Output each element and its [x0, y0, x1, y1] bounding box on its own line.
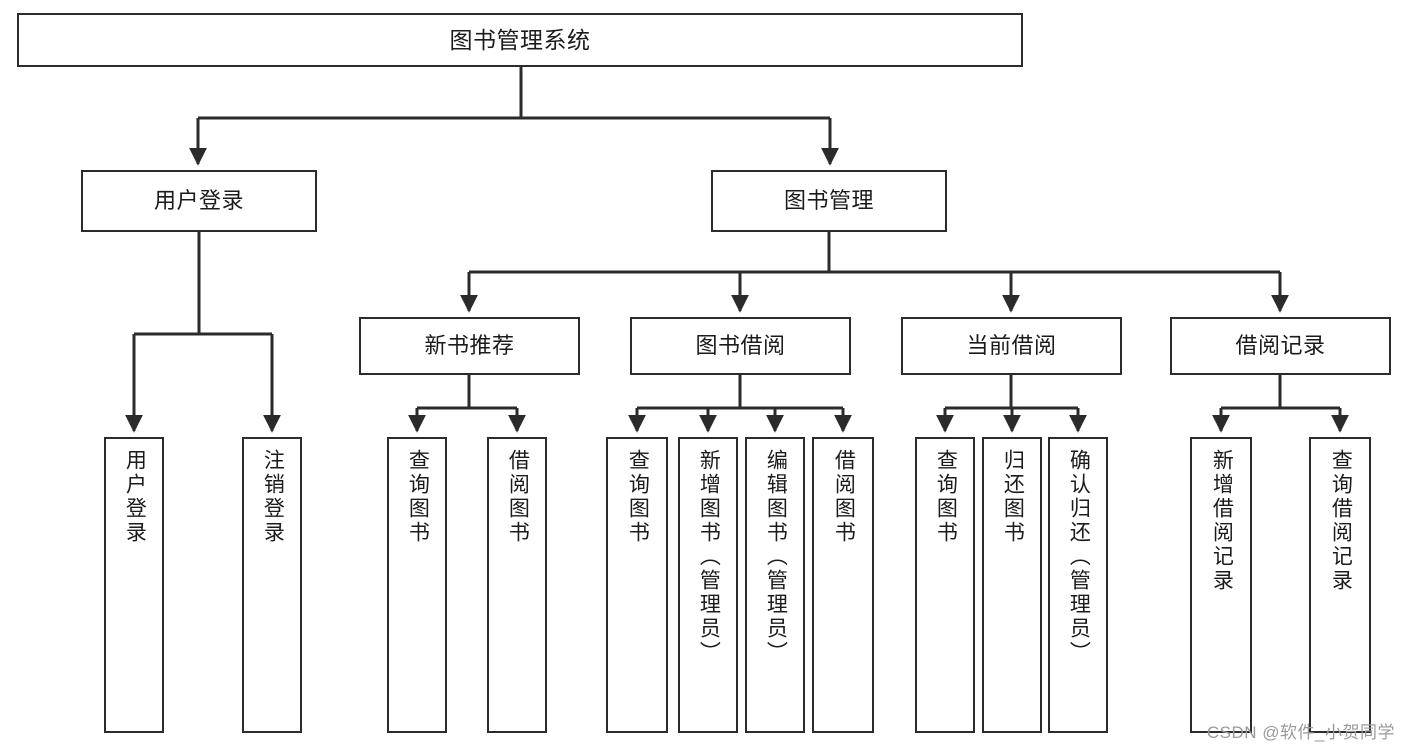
node-user-login-label: 用户登录 — [153, 188, 244, 214]
node-new-book-recommend-label: 新书推荐 — [424, 333, 515, 359]
node-root[interactable]: 图书管理系统 — [17, 13, 1023, 67]
node-leaf-user-login[interactable]: 用户登录 — [104, 437, 164, 733]
node-leaf-edit-book-label: 编辑图书（管理员） — [764, 449, 788, 665]
node-leaf-borrow-book-2[interactable]: 借阅图书 — [812, 437, 874, 733]
node-leaf-borrow-book-1-label: 借阅图书 — [506, 449, 530, 545]
node-leaf-user-login-label: 用户登录 — [123, 449, 147, 545]
node-book-manage-label: 图书管理 — [783, 188, 874, 214]
node-leaf-query-book-1-label: 查询图书 — [406, 449, 430, 545]
node-user-login[interactable]: 用户登录 — [81, 170, 317, 232]
node-leaf-logout-label: 注销登录 — [261, 449, 285, 545]
node-current-borrow-label: 当前借阅 — [966, 333, 1057, 359]
node-current-borrow[interactable]: 当前借阅 — [901, 317, 1122, 375]
node-leaf-add-book[interactable]: 新增图书（管理员） — [678, 437, 738, 733]
node-leaf-query-book-3[interactable]: 查询图书 — [915, 437, 975, 733]
node-leaf-return-book[interactable]: 归还图书 — [982, 437, 1042, 733]
node-leaf-borrow-book-1[interactable]: 借阅图书 — [487, 437, 547, 733]
csdn-watermark: CSDN @软件_小贺同学 — [1206, 723, 1395, 742]
node-new-book-recommend[interactable]: 新书推荐 — [359, 317, 580, 375]
node-leaf-query-book-1[interactable]: 查询图书 — [387, 437, 447, 733]
node-leaf-add-book-label: 新增图书（管理员） — [697, 449, 721, 665]
node-book-manage[interactable]: 图书管理 — [711, 170, 947, 232]
node-leaf-borrow-book-2-label: 借阅图书 — [832, 449, 856, 545]
node-root-label: 图书管理系统 — [449, 26, 591, 53]
node-leaf-query-book-2-label: 查询图书 — [626, 449, 650, 545]
node-leaf-query-book-2[interactable]: 查询图书 — [606, 437, 668, 733]
node-leaf-confirm-return[interactable]: 确认归还（管理员） — [1048, 437, 1108, 733]
node-leaf-logout[interactable]: 注销登录 — [242, 437, 302, 733]
node-book-borrow[interactable]: 图书借阅 — [630, 317, 851, 375]
node-leaf-query-borrow-record-label: 查询借阅记录 — [1329, 449, 1353, 593]
node-leaf-add-borrow-record-label: 新增借阅记录 — [1210, 449, 1234, 593]
node-leaf-edit-book[interactable]: 编辑图书（管理员） — [745, 437, 805, 733]
node-borrow-record[interactable]: 借阅记录 — [1170, 317, 1391, 375]
node-leaf-confirm-return-label: 确认归还（管理员） — [1067, 449, 1091, 665]
node-leaf-return-book-label: 归还图书 — [1001, 449, 1025, 545]
node-book-borrow-label: 图书借阅 — [695, 333, 786, 359]
node-borrow-record-label: 借阅记录 — [1235, 333, 1326, 359]
node-leaf-query-borrow-record[interactable]: 查询借阅记录 — [1309, 437, 1371, 733]
node-leaf-query-book-3-label: 查询图书 — [934, 449, 958, 545]
node-leaf-add-borrow-record[interactable]: 新增借阅记录 — [1190, 437, 1252, 733]
